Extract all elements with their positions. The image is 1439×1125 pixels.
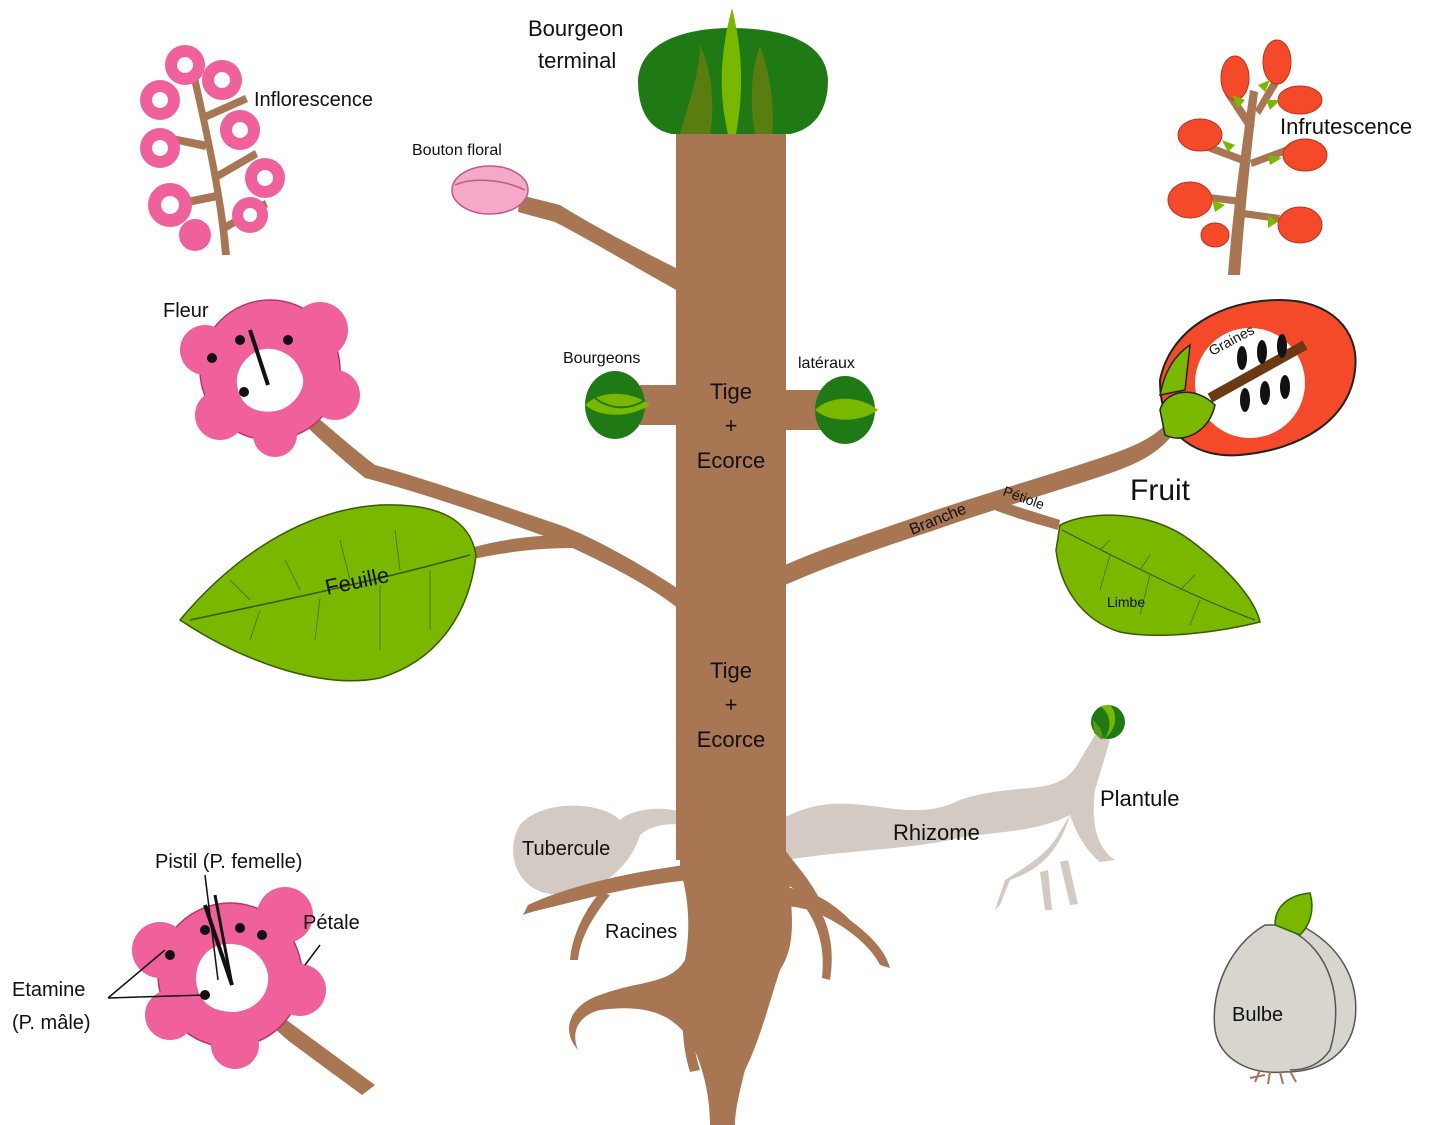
plantule-bud <box>1091 705 1125 740</box>
label-limbe: Limbe <box>1107 594 1145 610</box>
label-racines: Racines <box>605 921 677 943</box>
label-fleur: Fleur <box>163 300 209 322</box>
label-infrutescence: Infrutescence <box>1280 114 1412 139</box>
infrutescence-illustration <box>1168 40 1327 275</box>
branch-upper-left <box>518 195 680 292</box>
label-bourgeon-terminal-2: terminal <box>538 48 616 73</box>
label-tige-lower-plus: + <box>725 692 738 717</box>
label-etamine: Etamine <box>12 979 85 1001</box>
terminal-bud <box>638 8 828 134</box>
label-bulbe: Bulbe <box>1232 1004 1283 1026</box>
leaf-small <box>1056 515 1260 635</box>
label-plantule: Plantule <box>1100 786 1180 811</box>
label-tubercule: Tubercule <box>522 838 610 860</box>
inflorescence-illustration <box>140 45 285 255</box>
label-tige-upper: Tige <box>710 379 752 404</box>
bulb <box>1214 893 1356 1084</box>
label-bourgeons: Bourgeons <box>563 350 640 367</box>
lateral-bud-left <box>585 371 685 439</box>
lateral-bud-right <box>780 376 878 444</box>
label-tige-lower: Tige <box>710 658 752 683</box>
label-branche: Branche <box>907 501 969 539</box>
label-fruit: Fruit <box>1130 474 1191 507</box>
fruit <box>1160 300 1356 455</box>
flower-bud <box>452 166 528 214</box>
label-etamine-male: (P. mâle) <box>12 1012 91 1034</box>
label-ecorce-upper: Ecorce <box>697 448 765 473</box>
label-tige-upper-plus: + <box>725 413 738 438</box>
label-inflorescence: Inflorescence <box>254 89 373 111</box>
label-lateraux: latéraux <box>798 355 855 372</box>
label-pistil: Pistil (P. femelle) <box>155 851 302 873</box>
label-bouton-floral: Bouton floral <box>412 142 502 159</box>
label-ecorce-lower: Ecorce <box>697 727 765 752</box>
label-rhizome: Rhizome <box>893 820 980 845</box>
label-bourgeon-terminal-1: Bourgeon <box>528 16 623 41</box>
label-petale: Pétale <box>303 912 360 934</box>
